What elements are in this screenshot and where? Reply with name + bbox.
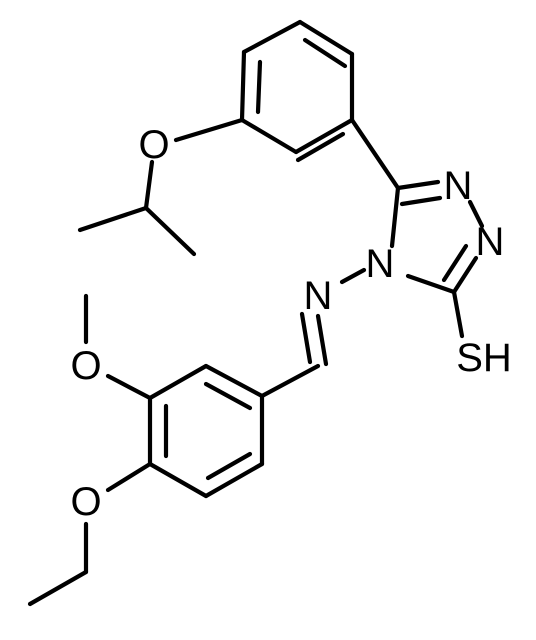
atom-label-triazole-n-ring: N [366,242,395,286]
bond [27,569,89,607]
bond [295,131,346,163]
bond [293,117,355,155]
bond [205,451,253,481]
bond [467,199,485,229]
bond [105,461,153,493]
bond [399,195,443,207]
bond [173,117,245,143]
atom-label-triazole-n-right: N [476,220,505,264]
bond [297,19,355,57]
atom-labels: O N N N N SH O O [70,123,511,524]
bond [203,381,253,411]
bonds [27,19,485,607]
bond [389,185,401,249]
bond [339,267,367,285]
bond [315,313,329,367]
bond [147,363,209,401]
bond [147,461,209,499]
bond [302,37,348,69]
bond [143,159,155,211]
atom-label-isopropoxy-oxygen: O [138,123,169,167]
bond [451,255,479,295]
bond [77,205,149,233]
bond [241,19,303,55]
atom-label-imine-nitrogen: N [304,274,333,318]
atom-label-triazole-n-upper: N [444,164,473,208]
bond [239,49,247,123]
atom-label-ethoxy-oxygen: O [70,480,101,524]
bond [259,363,321,399]
bond [203,363,265,399]
bond [451,289,465,339]
bond [105,373,153,401]
bond [143,205,197,257]
bond [299,311,313,365]
atom-label-thiol: SH [456,336,512,380]
bond [395,179,441,191]
bond [203,461,265,499]
bond [441,243,469,283]
bond [349,117,401,191]
bond [405,273,457,295]
bond [239,117,299,155]
atom-label-methoxy-oxygen: O [70,344,101,388]
bond [255,59,263,115]
